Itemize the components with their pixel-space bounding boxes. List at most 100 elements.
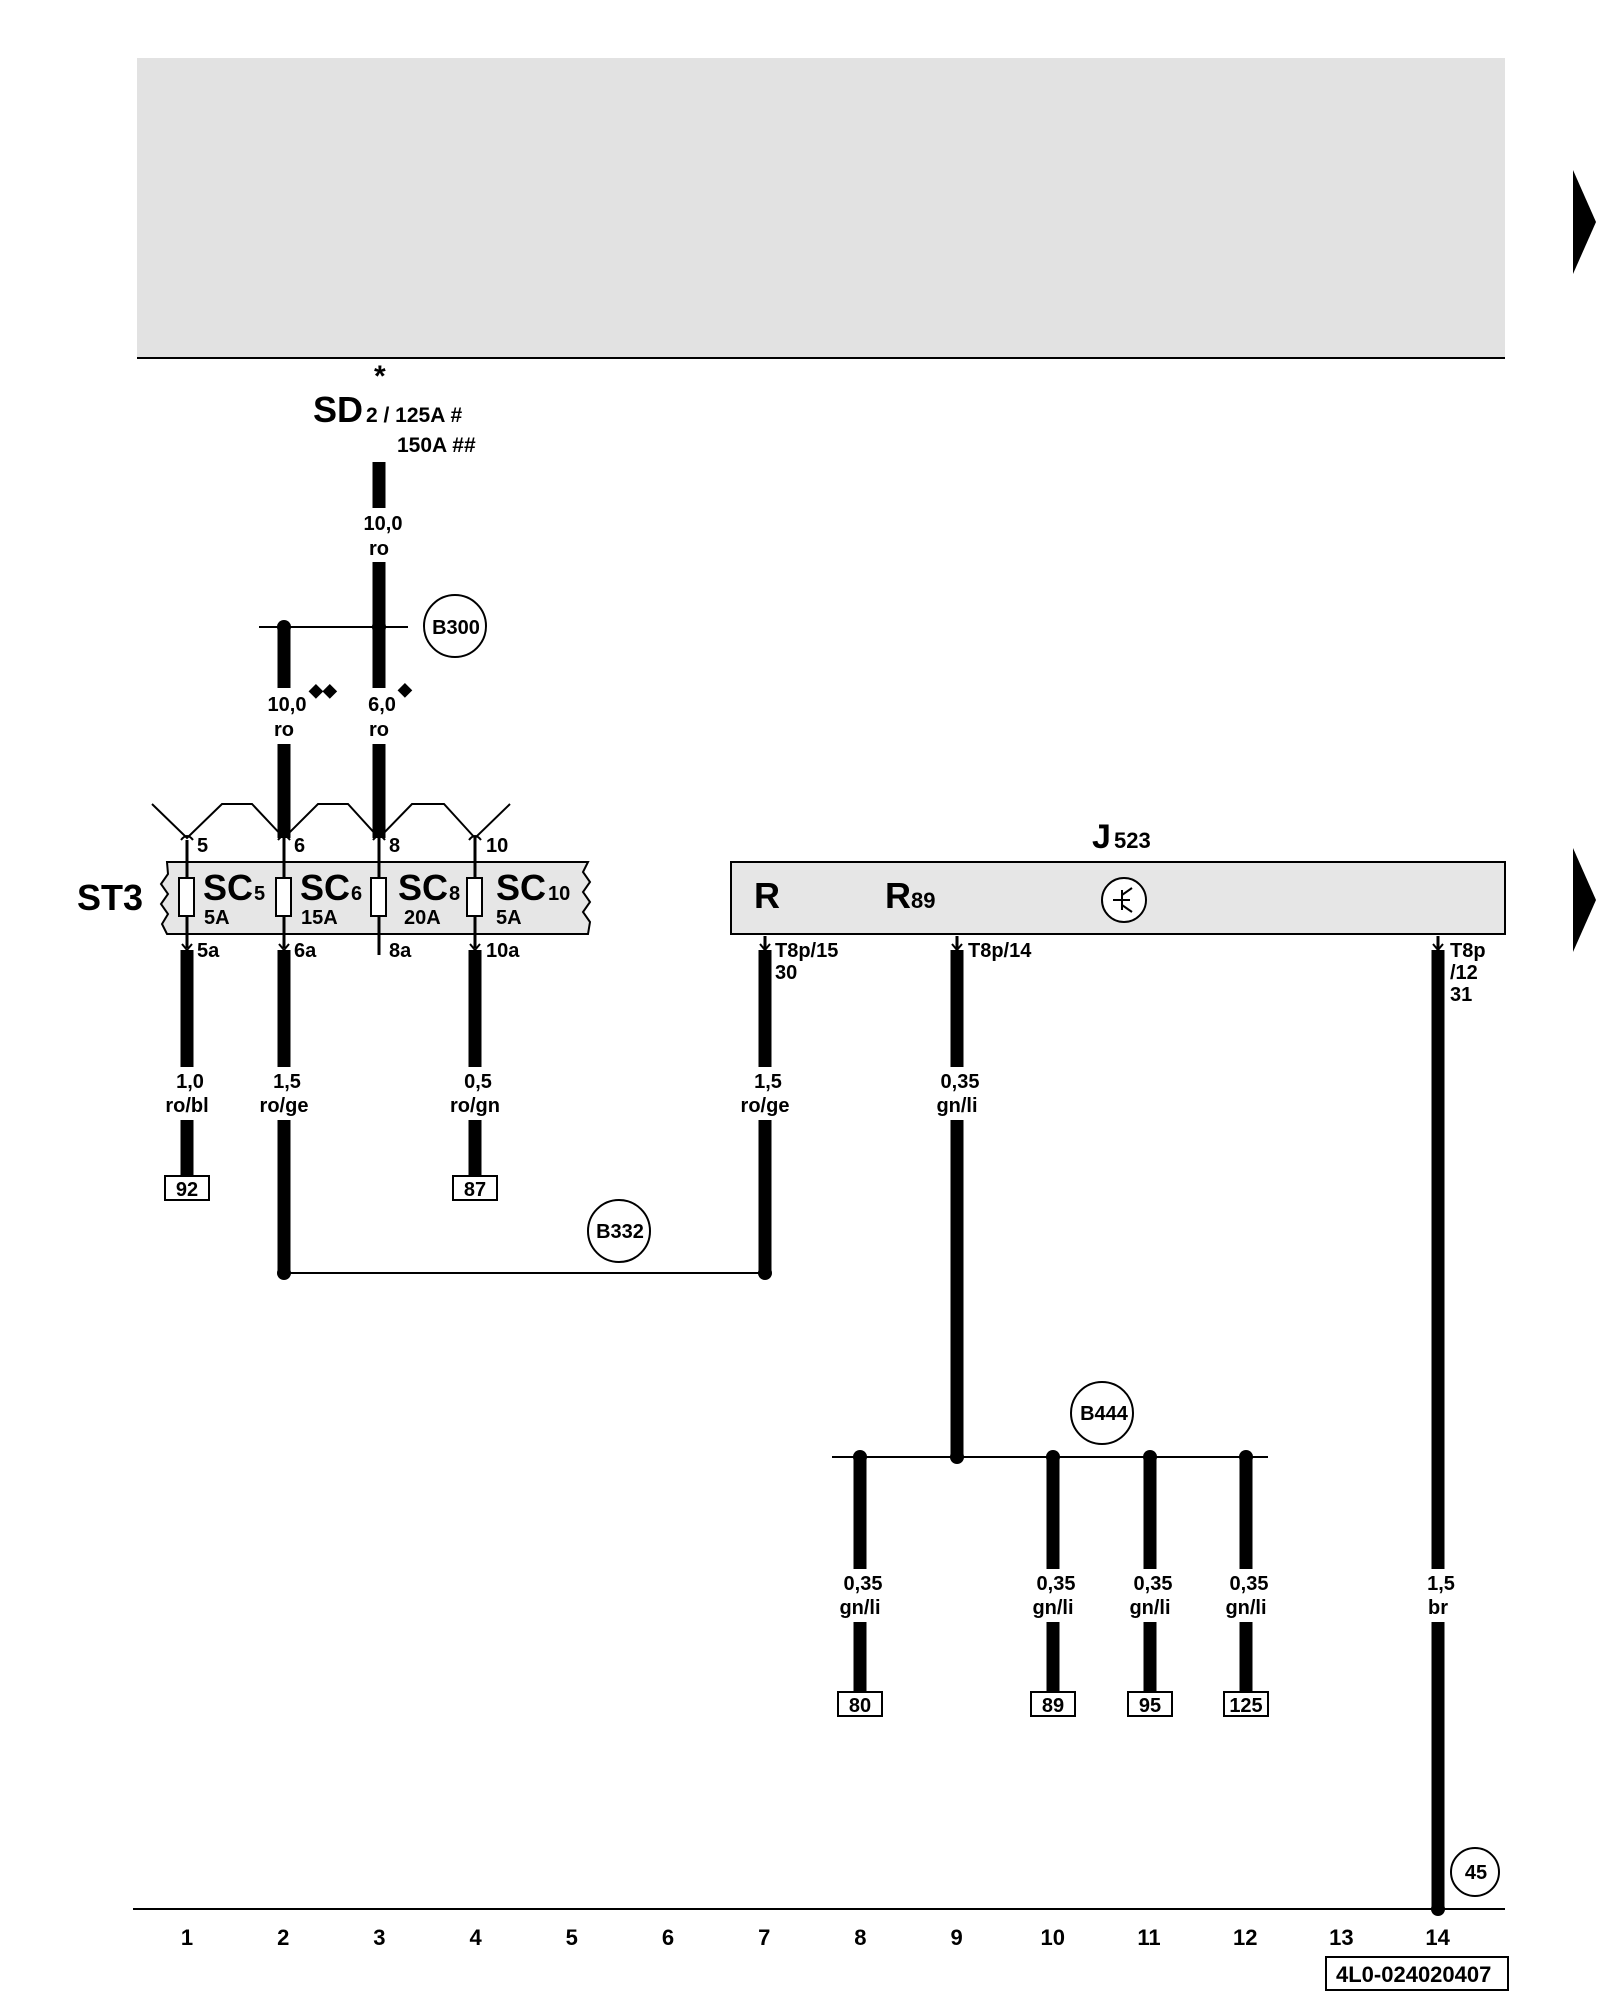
module-label: J (1092, 818, 1111, 856)
next-page-arrow-icon[interactable] (1573, 170, 1596, 274)
wire-marker: ◆ (397, 679, 413, 699)
splice-b332 (587, 1199, 651, 1263)
doc-id: 4L0-024020407 (1336, 1962, 1491, 1987)
ref-label: 89 (1042, 1695, 1064, 1717)
module-sub: 523 (1114, 828, 1151, 853)
fuse-name: SC (496, 867, 546, 908)
wire-gauge: 6,0 (368, 694, 396, 716)
supply-label: SD (313, 389, 363, 430)
fuse-sc6[interactable]: SC 6 15A 6 6a (275, 835, 362, 962)
pin-label: 5 (197, 835, 208, 857)
fuse-sub: 5 (254, 883, 265, 905)
ref-box[interactable] (1223, 1691, 1269, 1717)
module-r89-sub: 89 (911, 888, 935, 913)
pin-label: /12 (1450, 962, 1478, 984)
supply-sub: 2 / 125A # (366, 404, 462, 427)
pin-label: 6 (294, 835, 305, 857)
fuse-icon (466, 877, 483, 917)
wire-gauge: 0,35 (941, 1071, 980, 1093)
ref-box[interactable] (1030, 1691, 1076, 1717)
wire-color: gn/li (839, 1597, 880, 1619)
fuse-sc8[interactable]: SC 8 20A 8 8a (370, 835, 460, 962)
module-r89-label: R (885, 875, 911, 916)
wire-color: ro/bl (165, 1095, 208, 1117)
fuse-icon (370, 877, 387, 917)
wire-color: gn/li (1225, 1597, 1266, 1619)
fuse-sc5[interactable]: SC 5 5A 5 5a (178, 835, 265, 962)
axis-label: 11 (1137, 1925, 1160, 1950)
fuse-amp: 15A (301, 907, 338, 929)
ref-label: 125 (1229, 1695, 1262, 1717)
wire-color: ro (274, 719, 294, 741)
fuse-name: SC (300, 867, 350, 908)
transistor-icon (1101, 877, 1147, 923)
axis-label: 14 (1425, 1925, 1450, 1950)
splice-b444 (1070, 1381, 1134, 1445)
fuse-sc10[interactable]: SC 10 5A 10 10a (466, 835, 570, 962)
wire-gauge: 0,35 (844, 1573, 883, 1595)
pin-terminal: 30 (775, 962, 797, 984)
ref-box[interactable] (164, 1175, 210, 1201)
pin-label: T8p (1450, 940, 1486, 962)
module-r-label: R (754, 875, 780, 916)
fuse-bus-line (151, 803, 511, 840)
fuse-icon (275, 877, 292, 917)
fuse-name: SC (203, 867, 253, 908)
axis-label: 8 (854, 1925, 866, 1950)
pin-label: 5a (197, 940, 220, 962)
splice-label: B300 (432, 617, 480, 639)
wire-color: gn/li (1129, 1597, 1170, 1619)
splice-label: B444 (1080, 1403, 1129, 1425)
wire-color: gn/li (1032, 1597, 1073, 1619)
wire-gauge: 0,35 (1230, 1573, 1269, 1595)
next-page-arrow-icon[interactable] (1573, 848, 1596, 952)
wire-color: br (1428, 1597, 1448, 1619)
ref-box[interactable] (1127, 1691, 1173, 1717)
axis-label: 12 (1233, 1925, 1257, 1950)
wire-gauge: 10,0 (268, 694, 307, 716)
doc-id-box (1325, 1956, 1509, 1991)
splice-label: B332 (596, 1221, 644, 1243)
fuse-icon (178, 877, 195, 917)
wire-color: gn/li (936, 1095, 977, 1117)
axis-label: 6 (662, 1925, 674, 1950)
asterisk-mark: * (374, 360, 386, 393)
wire-gauge: 1,5 (1427, 1573, 1455, 1595)
ground-point-icon (1450, 1847, 1500, 1897)
pin-label: 8 (389, 835, 400, 857)
fuse-sub: 10 (548, 883, 570, 905)
wire-color: ro/ge (741, 1095, 790, 1117)
wire-gauge: 0,5 (464, 1071, 492, 1093)
wire-gauge: 1,0 (176, 1071, 204, 1093)
pin-label: T8p/14 (968, 940, 1032, 962)
axis-label: 7 (758, 1925, 770, 1950)
ref-box[interactable] (837, 1691, 883, 1717)
fuse-sub: 6 (351, 883, 362, 905)
fuse-amp: 20A (404, 907, 441, 929)
ref-label: 80 (849, 1695, 871, 1717)
pin-terminal: 31 (1450, 984, 1472, 1006)
fuse-sub: 8 (449, 883, 460, 905)
fuse-amp: 5A (204, 907, 230, 929)
header-band (137, 58, 1505, 358)
pin-label: 8a (389, 940, 412, 962)
fuse-box-label: ST3 (77, 877, 143, 918)
pin-label: 6a (294, 940, 317, 962)
pin-label: 10a (486, 940, 520, 962)
ground-label: 45 (1465, 1862, 1487, 1884)
ref-label: 87 (464, 1179, 486, 1201)
pin-label: T8p/15 (775, 940, 838, 962)
wire-color: ro (369, 719, 389, 741)
wire-color: ro/ge (260, 1095, 309, 1117)
ref-box[interactable] (452, 1175, 498, 1201)
wire-color: ro/gn (450, 1095, 500, 1117)
fuse-name: SC (398, 867, 448, 908)
wire-marker: ◆◆ (308, 680, 338, 700)
ref-label: 95 (1139, 1695, 1161, 1717)
axis-label: 9 (950, 1925, 962, 1950)
axis-label: 4 (469, 1925, 482, 1950)
wire-gauge: 10,0 (364, 513, 403, 535)
wire-gauge: 0,35 (1037, 1573, 1076, 1595)
axis-label: 13 (1329, 1925, 1353, 1950)
